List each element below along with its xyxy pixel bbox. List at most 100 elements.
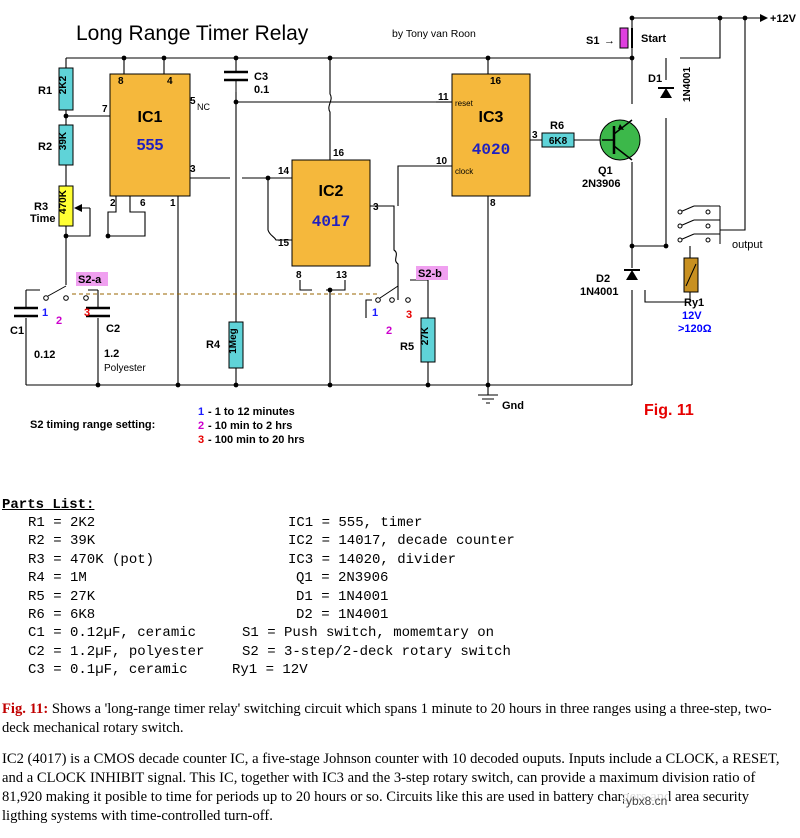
s2b-pos-3: 3	[406, 309, 412, 321]
c1-value: 0.12	[34, 349, 55, 361]
part-item: Q1 = 2N3906	[296, 570, 389, 587]
c2-value: 1.2	[104, 348, 119, 360]
pin-label: 7	[102, 104, 108, 115]
resistor-r2: 39K R2	[38, 124, 74, 166]
part-item: C3 = 0.1µF, ceramic	[28, 662, 188, 679]
pin-label: 14	[278, 166, 290, 177]
description-fig-ref: Fig. 11:	[2, 701, 49, 717]
pin-label: 8	[490, 198, 496, 209]
description-text-1: Shows a 'long-range timer relay' switchi…	[2, 701, 772, 736]
pin-label: 4	[167, 76, 173, 87]
relay-ry1: output Ry1 12V >120Ω	[677, 205, 763, 335]
range-num-2: 2	[198, 420, 204, 432]
c3-label: C3	[254, 71, 268, 83]
transistor-q1: Q1 2N3906	[582, 119, 641, 190]
pin-labels: 8 4 7 5 NC 2 6 3 1 16 14 15 3 8 13 16 11…	[102, 76, 538, 281]
d2-part: 1N4001	[580, 286, 619, 298]
d1-part: 1N4001	[682, 67, 693, 102]
part-item: Ry1 = 12V	[232, 662, 308, 679]
start-switch-s1: S1 → Start	[586, 27, 666, 49]
pin-label: 16	[333, 148, 345, 159]
resistor-r1: 2K2 R1	[38, 67, 74, 111]
circuit-schematic: Long Range Timer Relay by Tony van Roon	[10, 13, 797, 446]
c2-label: C2	[106, 323, 120, 335]
ic2-part: 4017	[312, 213, 350, 231]
switch-s2a: S2-a 1 2 3	[42, 272, 108, 327]
parts-left-column: R1 = 2K2 R2 = 39K R3 = 470K (pot) R4 = 1…	[28, 514, 204, 680]
part-item: R4 = 1M	[28, 570, 87, 587]
d2-label: D2	[596, 273, 610, 285]
diode-d1: D1 1N4001	[648, 67, 693, 102]
start-label: Start	[641, 33, 666, 45]
q1-label: Q1	[598, 165, 613, 177]
pin-label: 2	[110, 198, 116, 209]
pin-label: NC	[197, 102, 210, 112]
part-item: C2 = 1.2µF, polyester	[28, 643, 205, 660]
part-item: R3 = 470K (pot)	[28, 551, 155, 568]
r1-label: R1	[38, 85, 52, 97]
gnd-label: Gnd	[502, 400, 524, 412]
r3-label: R3	[34, 201, 48, 213]
q1-part: 2N3906	[582, 178, 621, 190]
diagram-title: Long Range Timer Relay	[76, 22, 309, 45]
resistor-r6: 6K8 R6	[541, 120, 575, 148]
r6-value: 6K8	[549, 136, 568, 147]
part-item: S2 = 3-step/2-deck rotary switch	[242, 643, 511, 660]
pot-r3: 470K R3 Time	[30, 185, 82, 227]
s2b-pos-2: 2	[386, 325, 392, 337]
ry1-resistance: >120Ω	[678, 323, 712, 335]
pin-label: 1	[170, 198, 176, 209]
part-item: D1 = 1N4001	[296, 588, 389, 605]
ic-pin-leads	[433, 101, 452, 167]
pin-label: 5	[190, 96, 196, 107]
c2-note: Polyester	[104, 363, 146, 374]
s2a-label: S2-a	[78, 274, 102, 286]
r3-note: Time	[30, 213, 55, 225]
part-item: R6 = 6K8	[28, 606, 96, 623]
capacitor-c3: C3 0.1	[224, 70, 269, 96]
pin-label: reset	[455, 99, 474, 108]
pin-label: 8	[118, 76, 124, 87]
r2-value: 39K	[58, 131, 69, 150]
pin-label: 3	[190, 164, 196, 175]
ic3-part: 4020	[472, 141, 510, 159]
pin-label: 16	[490, 76, 502, 87]
d1-label: D1	[648, 73, 662, 85]
c1-label: C1	[10, 325, 24, 337]
part-item: IC2 = 14017, decade counter	[288, 533, 515, 550]
r4-value: 1Meg	[228, 328, 239, 354]
resistor-r5: 27K R5	[400, 317, 436, 363]
part-item: IC1 = 555, timer	[288, 515, 423, 531]
capacitor-c1: C1 0.12	[10, 306, 55, 361]
svg-text:→: →	[604, 35, 615, 47]
author: by Tony van Roon	[392, 28, 476, 40]
part-item: D2 = 1N4001	[296, 606, 389, 623]
pin-label: 3	[373, 202, 379, 213]
pin-label: 11	[438, 92, 449, 103]
r2-label: R2	[38, 141, 52, 153]
supply-arrow	[760, 14, 768, 22]
switch-s2b: S2-b 1 2 3	[372, 266, 448, 337]
ic1-name: IC1	[138, 109, 163, 126]
resistor-r4: 1Meg R4	[206, 321, 244, 369]
s2a-pos-3: 3	[84, 307, 90, 319]
range-title: S2 timing range setting:	[30, 419, 155, 431]
junctions	[63, 15, 748, 388]
output-label: output	[732, 239, 763, 251]
ground-symbol	[478, 394, 498, 404]
ry1-voltage: 12V	[682, 310, 702, 322]
pin-label: 15	[278, 238, 290, 249]
ic1-part: 555	[137, 137, 164, 154]
pin-label: 6	[140, 198, 146, 209]
ry1-label: Ry1	[684, 297, 704, 309]
r4-label: R4	[206, 339, 221, 351]
range-legend: 1 - 1 to 12 minutes 2 - 10 min to 2 hrs …	[198, 406, 305, 446]
pin-label: 8	[296, 270, 302, 281]
ic1: IC1 555	[109, 73, 191, 197]
part-item: R5 = 27K	[28, 588, 96, 605]
part-item: R1 = 2K2	[28, 515, 96, 531]
pin-label: clock	[455, 167, 474, 176]
capacitor-c2: C2 1.2 Polyester	[86, 306, 146, 374]
parts-right-column: IC1 = 555, timer IC2 = 14017, decade cou…	[232, 514, 542, 680]
r5-label: R5	[400, 341, 414, 353]
